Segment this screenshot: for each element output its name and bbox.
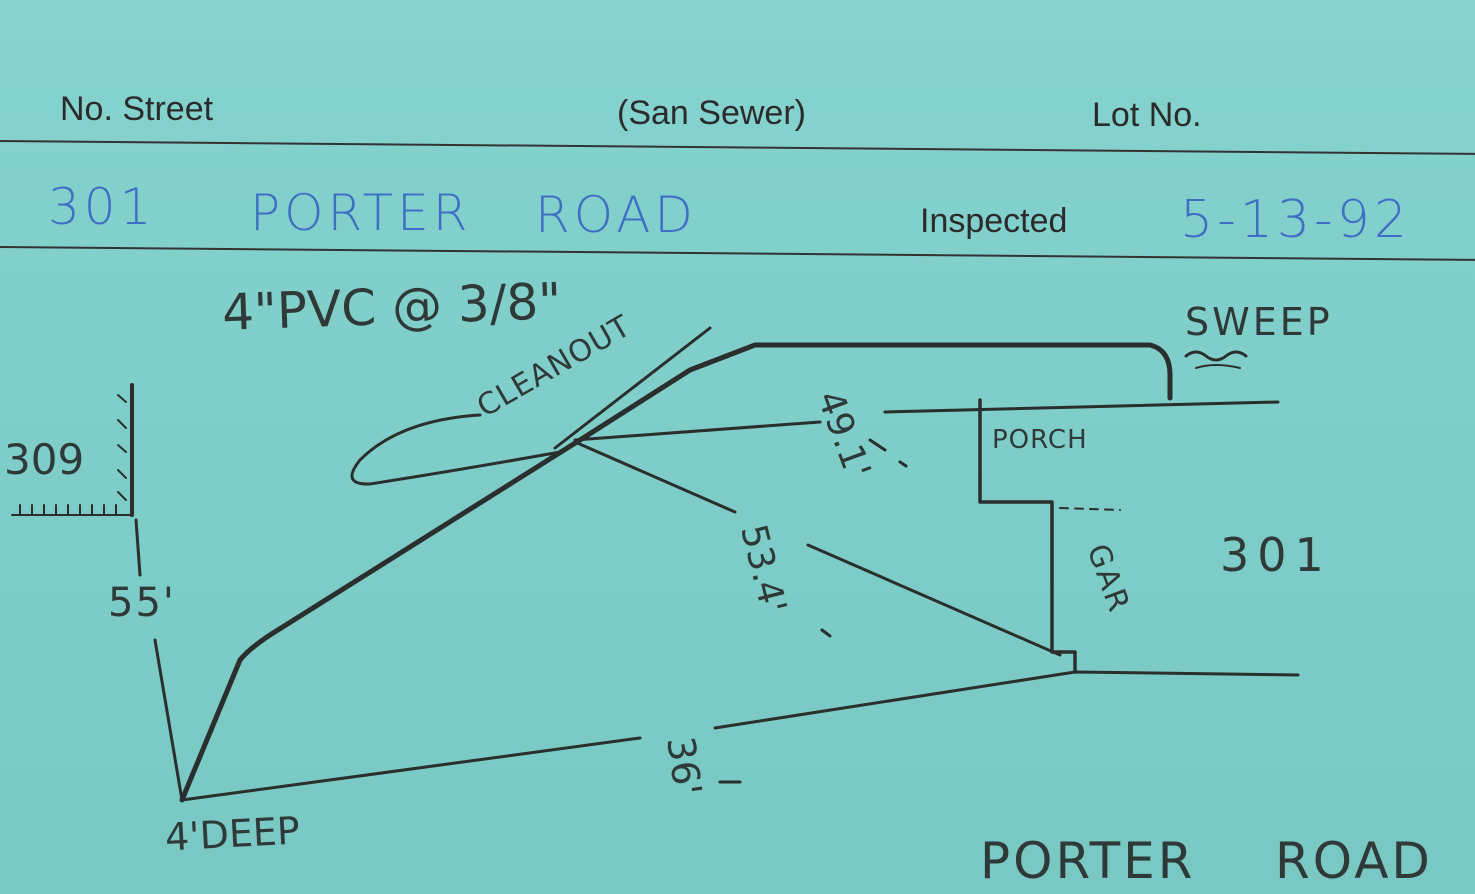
street-line — [713, 670, 1300, 730]
street-name-1: PORTER — [250, 184, 472, 242]
street-name-2: ROAD — [535, 186, 697, 244]
lot-label: Lot No. — [1092, 96, 1202, 134]
house-front-line — [883, 400, 1280, 414]
street-number: 301 — [48, 178, 156, 236]
dist-36: 36' — [658, 733, 710, 799]
depth-label: 4'DEEP — [163, 808, 301, 860]
inspected-date: 5-13-92 — [1180, 190, 1411, 250]
neighbor-number: 309 — [4, 435, 85, 484]
porch-label: PORCH — [992, 425, 1088, 455]
dist-55: 55' — [108, 580, 176, 626]
sewer-label: (San Sewer) — [617, 94, 806, 132]
porch-outline — [978, 398, 1077, 674]
sewer-line — [179, 342, 1173, 803]
house-number: 301 — [1220, 528, 1332, 582]
inspected-label: Inspected — [920, 202, 1068, 240]
no-street-label: No. Street — [60, 90, 214, 128]
road-label-1: PORTER — [980, 832, 1196, 890]
road-label-2: ROAD — [1275, 832, 1433, 890]
pipe-spec: 4"PVC @ 3/8" — [221, 272, 563, 342]
sweep-label: SWEEP — [1185, 300, 1333, 344]
